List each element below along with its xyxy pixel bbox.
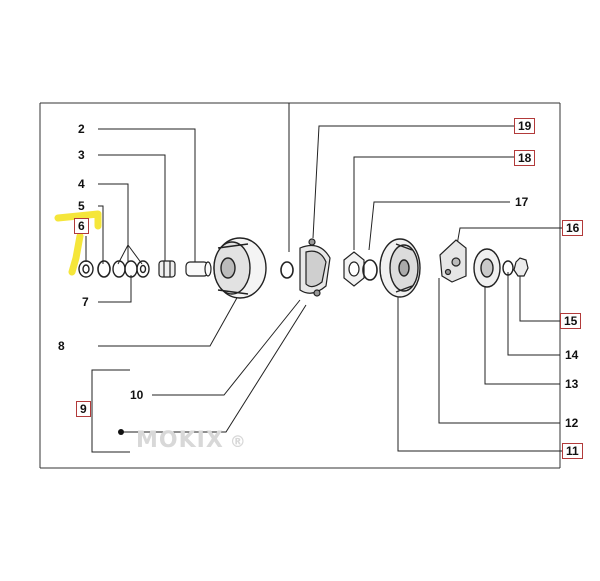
part-rings-4 [112, 260, 150, 278]
part-label-3: 3 [78, 148, 85, 162]
part-bushing-2 [185, 261, 212, 277]
registered-mark: ® [229, 432, 247, 451]
part-label-8: 8 [58, 339, 65, 353]
part-label-17: 17 [515, 195, 529, 209]
part-label-16: 16 [562, 220, 584, 236]
part-label-13: 13 [565, 377, 579, 391]
bullet-dot [118, 429, 124, 435]
watermark-logo: MOKIX ® [136, 428, 247, 453]
part-ring-17 [362, 259, 378, 281]
part-disc-13 [473, 248, 501, 288]
part-washer-6 [78, 260, 94, 278]
part-label-2: 2 [78, 122, 85, 136]
part-label-15: 15 [560, 313, 582, 329]
watermark-text: MOKIX [136, 428, 224, 453]
part-clutch-shoes-19 [299, 238, 331, 297]
part-nut-15 [513, 257, 529, 277]
part-label-9: 9 [76, 401, 91, 417]
part-ring-5 [97, 260, 111, 278]
part-label-5: 5 [78, 199, 85, 213]
part-bracket-12-16 [439, 239, 467, 283]
part-washer-14 [502, 260, 514, 276]
part-nut-3 [158, 260, 176, 278]
part-label-18: 18 [514, 150, 536, 166]
part-circlip-1 [280, 261, 294, 279]
frame [39, 102, 561, 469]
part-label-6: 6 [74, 218, 89, 234]
part-plate-18 [343, 251, 365, 287]
part-label-14: 14 [565, 348, 579, 362]
leader-lines [85, 103, 565, 453]
part-clutch-bell-8 [213, 237, 267, 299]
part-label-11: 11 [562, 443, 583, 459]
part-label-7: 7 [82, 295, 89, 309]
part-label-10: 10 [130, 388, 144, 402]
part-label-12: 12 [565, 416, 579, 430]
highlight-mark [54, 210, 102, 276]
part-label-19: 19 [514, 118, 536, 134]
part-pulley-11 [379, 238, 421, 298]
part-label-4: 4 [78, 177, 85, 191]
